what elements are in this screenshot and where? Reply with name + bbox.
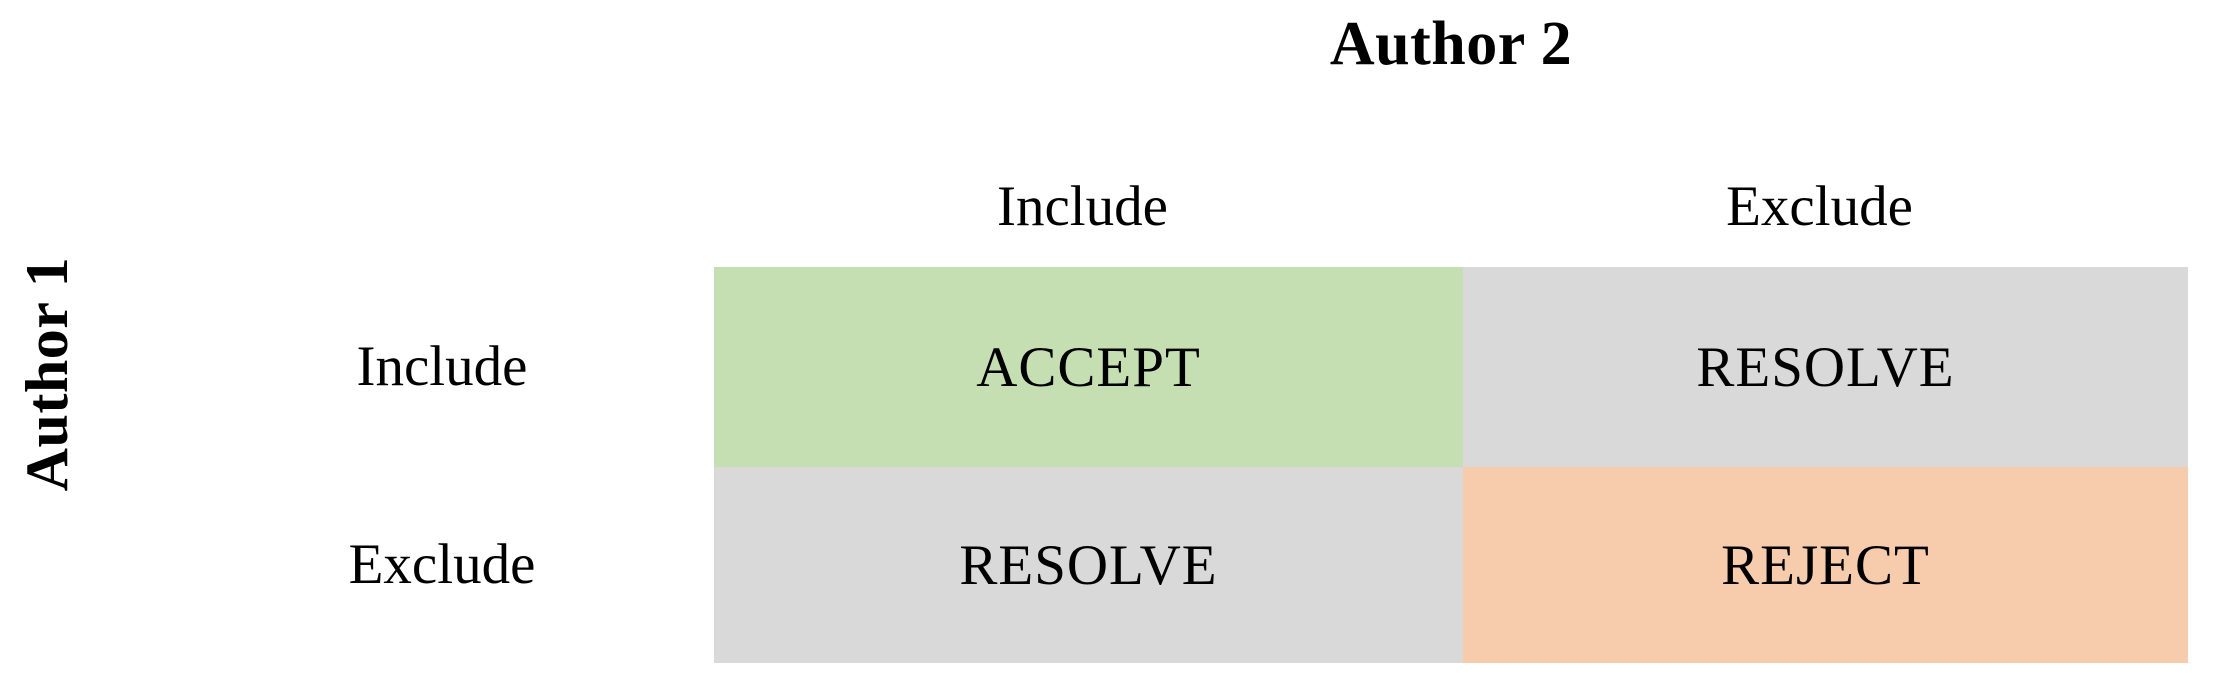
matrix-cell-include-exclude: RESOLVE (1463, 267, 2188, 467)
row-header-column: Include Exclude (170, 267, 714, 663)
row-header-include: Include (356, 334, 528, 398)
row-axis-title: Author 1 (14, 256, 80, 492)
row-header-exclude: Exclude (348, 532, 536, 596)
column-axis-title: Author 2 (1329, 10, 1573, 78)
column-header-include: Include (997, 174, 1168, 238)
matrix-cell-exclude-include: RESOLVE (714, 467, 1463, 663)
column-header-row: Include Exclude (714, 160, 2188, 252)
column-header-exclude: Exclude (1726, 174, 1913, 238)
matrix-cell-include-include: ACCEPT (714, 267, 1463, 467)
agreement-matrix: ACCEPT RESOLVE RESOLVE REJECT (714, 267, 2188, 663)
matrix-cell-exclude-exclude: REJECT (1463, 467, 2188, 663)
